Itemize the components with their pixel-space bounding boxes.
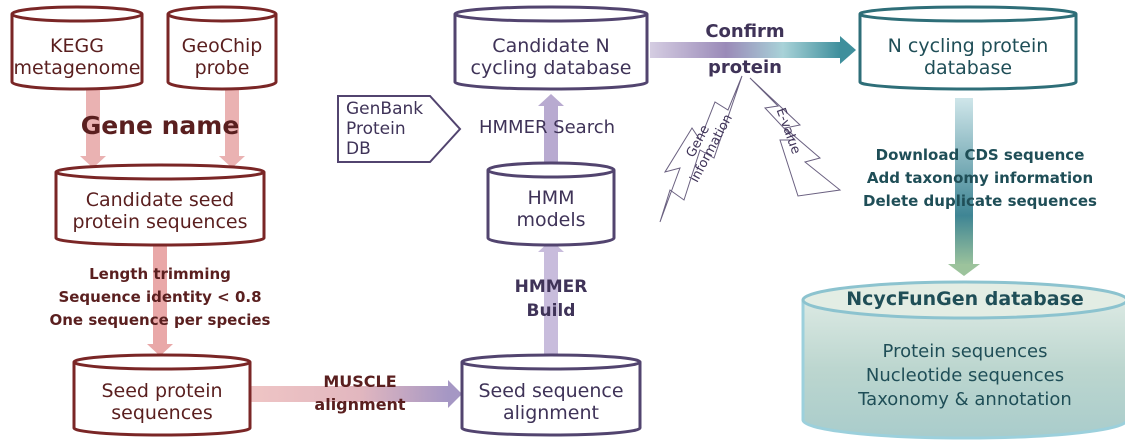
edge-hmmer-search: HMMER Search	[478, 117, 616, 138]
ncycfungen-item: Taxonomy & annotation	[858, 389, 1072, 410]
callout-e-value-shape	[749, 77, 842, 197]
post-step: Delete duplicate sequences	[863, 192, 1097, 210]
node-candidate-seed-line2: protein sequences	[72, 210, 248, 233]
arrow-post-processing	[948, 98, 980, 276]
node-kegg: KEGG metagenome	[12, 35, 142, 80]
arrow-confirm-protein	[650, 36, 856, 64]
node-seed-alignment-line1: Seed sequence	[478, 380, 624, 402]
cylinder-seed-alignment	[460, 353, 642, 437]
filter-step: Sequence identity < 0.8	[58, 288, 262, 306]
node-seed-protein-line2: sequences	[111, 401, 213, 424]
cylinder-n-cycling	[858, 5, 1078, 91]
cylinder-kegg	[10, 5, 144, 91]
ncycfungen-item: Nucleotide sequences	[865, 365, 1065, 386]
edge-hmmer-build-line2: Build	[526, 301, 576, 321]
arrow-muscle-alignment	[250, 380, 462, 408]
node-n-cycling: N cycling protein database	[860, 35, 1076, 80]
edge-muscle-line2: alignment	[314, 395, 406, 414]
post-step: Add taxonomy information	[866, 169, 1094, 187]
cylinder-ncycfungen	[801, 280, 1125, 440]
arrow-candidate-to-seed	[147, 240, 173, 356]
edge-filter-steps: Length trimming Sequence identity < 0.8 …	[20, 263, 300, 332]
node-hmm-models-line2: models	[516, 208, 586, 231]
post-step: Download CDS sequence	[875, 146, 1085, 164]
node-n-cycling-line2: database	[923, 56, 1013, 79]
edge-hmmer-build: HMMER Build	[491, 275, 611, 323]
node-seed-protein: Seed protein sequences	[74, 380, 250, 425]
node-candidate-n-line1: Candidate N	[492, 35, 610, 57]
node-n-cycling-line1: N cycling protein	[887, 35, 1049, 57]
arrow-geochip-to-candidate	[219, 86, 245, 168]
callout-gene-information-shape	[659, 75, 743, 223]
node-hmm-models-line1: HMM	[527, 187, 575, 209]
node-candidate-seed: Candidate seed protein sequences	[56, 189, 264, 234]
cylinder-seed-protein	[72, 353, 252, 437]
cylinder-candidate-seed	[54, 163, 266, 247]
node-seed-alignment: Seed sequence alignment	[462, 380, 640, 425]
edge-muscle-line1: MUSCLE	[323, 372, 397, 391]
node-seed-alignment-line2: alignment	[503, 401, 599, 424]
genbank-shape	[337, 95, 462, 163]
node-ncycfungen-title: NcycFunGen database	[846, 288, 1084, 310]
edge-confirm-label-2: protein	[708, 57, 782, 78]
node-hmm-models: HMM models	[488, 187, 614, 232]
edge-muscle: MUSCLE alignment	[290, 370, 430, 416]
node-ncycfungen-items: Protein sequences Nucleotide sequences T…	[803, 340, 1125, 412]
node-geochip-line1: GeoChip	[181, 35, 263, 57]
node-genbank-line3: DB	[346, 139, 371, 159]
filter-step: Length trimming	[89, 265, 231, 283]
filter-step: One sequence per species	[49, 311, 271, 329]
cylinder-hmm-models	[486, 161, 616, 247]
node-genbank-line2: Protein	[346, 119, 406, 139]
node-candidate-n: Candidate N cycling database	[455, 35, 647, 80]
node-geochip-line2: probe	[194, 56, 250, 79]
ncycfungen-item: Protein sequences	[882, 341, 1048, 362]
arrow-kegg-to-candidate	[80, 86, 106, 168]
arrow-hmmer-search	[538, 94, 564, 166]
node-genbank-line1: GenBank	[346, 99, 424, 119]
cylinder-candidate-n	[453, 5, 649, 91]
node-kegg-line1: KEGG	[50, 35, 104, 57]
edge-confirm-label-1: Confirm	[705, 21, 785, 42]
node-seed-protein-line1: Seed protein	[101, 380, 223, 402]
node-candidate-seed-line1: Candidate seed	[85, 189, 235, 211]
edge-hmmer-build-line1: HMMER	[514, 277, 588, 297]
node-genbank: GenBank Protein DB	[346, 99, 423, 159]
edge-gene-name: Gene name	[80, 111, 240, 140]
cylinder-geochip	[166, 5, 278, 91]
edge-post-steps: Download CDS sequence Add taxonomy infor…	[850, 144, 1110, 213]
node-kegg-line2: metagenome	[13, 56, 141, 79]
node-geochip: GeoChip probe	[168, 35, 276, 80]
node-candidate-n-line2: cycling database	[470, 56, 632, 79]
